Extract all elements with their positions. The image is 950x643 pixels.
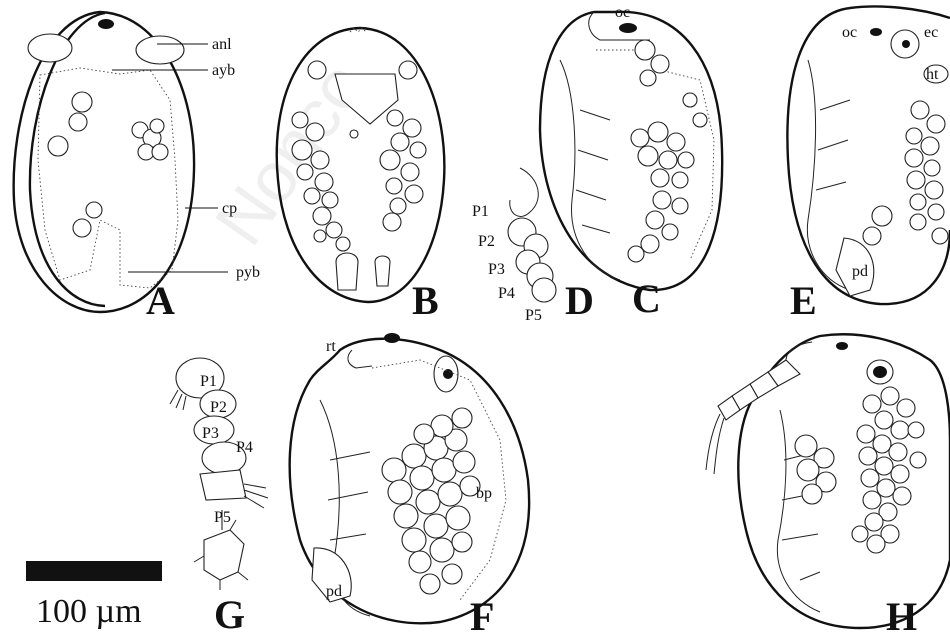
panel-e-drawing [787, 6, 950, 304]
d-p2: P2 [478, 233, 495, 250]
scale-bar [26, 561, 162, 581]
label-oc-e: oc [842, 24, 857, 41]
scale-bar-label: 100 µm [36, 593, 142, 630]
panel-h-drawing [706, 334, 950, 628]
label-oc-c: oc [615, 4, 630, 21]
d-p4: P4 [498, 285, 515, 302]
panel-letter-e: E [790, 278, 817, 323]
label-rt: rt [326, 338, 336, 355]
d-p1: P1 [472, 203, 489, 220]
label-ayb: ayb [212, 62, 235, 79]
g-p3: P3 [202, 425, 219, 442]
g-p2: P2 [210, 399, 227, 416]
panel-letter-c: C [632, 276, 661, 321]
panel-f-drawing [290, 333, 529, 623]
panel-letter-f: F [470, 594, 494, 639]
panel-a-drawing [14, 12, 228, 312]
g-p1: P1 [200, 373, 217, 390]
panel-letter-a: A [146, 278, 175, 323]
panel-letter-b: B [412, 278, 439, 323]
label-pd-f: pd [326, 583, 342, 600]
panel-letter-g: G [214, 592, 245, 637]
label-ht: ht [926, 66, 939, 83]
label-pyb: pyb [236, 264, 260, 281]
g-p5: P5 [214, 509, 231, 526]
d-p3: P3 [488, 261, 505, 278]
panel-g-drawing [170, 358, 268, 590]
label-cp: cp [222, 200, 237, 217]
panel-c-drawing [540, 12, 722, 290]
panel-letter-h: H [886, 594, 917, 639]
label-bp: bp [476, 485, 492, 502]
label-pd-e: pd [852, 263, 868, 280]
panel-letter-d: D [565, 278, 594, 323]
label-ec: ec [924, 24, 938, 41]
d-p5: P5 [525, 307, 542, 324]
label-anl: anl [212, 36, 232, 53]
g-p4: P4 [236, 439, 253, 456]
